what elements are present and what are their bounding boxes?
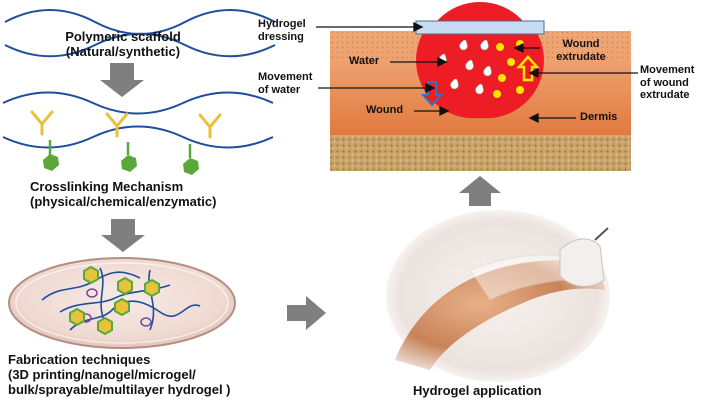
hydrogel-application-photo [386, 210, 610, 382]
down-arrow-icon [100, 63, 144, 97]
movement-extrudate-line2: of wound [640, 76, 689, 89]
extrudate-dot-icon [496, 43, 504, 51]
network-strand [69, 300, 201, 331]
extrudate-dot-icon [498, 74, 506, 82]
crosslinking-caption: Crosslinking Mechanism (physical/chemica… [30, 179, 217, 210]
polymer-chain [4, 32, 276, 58]
pointer-head [437, 56, 448, 68]
pointer-head [528, 67, 539, 79]
polymer-chain [2, 125, 274, 149]
water-drop-icon [475, 83, 484, 95]
pointer-head [528, 112, 539, 124]
crosslinked-chains [2, 91, 274, 175]
dermis-label: Dermis [580, 111, 618, 123]
wound-extrudate-label: Wound extrudate [549, 38, 613, 63]
extrudate-movement-arrow-icon [516, 55, 540, 82]
hexagon-node-icon [83, 265, 99, 285]
fabrication-line3: bulk/sprayable/multilayer hydrogel ) [8, 381, 231, 397]
hexagon-node-icon [144, 278, 160, 298]
scaffold-title-line2: (Natural/synthetic) [65, 43, 181, 59]
water-drop-icon [450, 78, 459, 90]
wound-cross-section [316, 2, 638, 171]
extrudate-dot-icon [493, 90, 501, 98]
network-strand [99, 267, 105, 321]
hydrogel-dressing-line1: Hydrogel [258, 18, 306, 30]
scaffold-title-line1: Polymeric scaffold [65, 29, 181, 44]
hydrogel-dressing-label: Hydrogel dressing [258, 18, 306, 43]
water-movement-arrow-icon [420, 81, 444, 107]
crosslinking-line1: Crosslinking Mechanism [30, 179, 184, 194]
finger-shape [395, 260, 605, 370]
hexagon-icon [121, 155, 137, 172]
polymer-chain [2, 91, 274, 115]
movement-extrudate-line1: Movement [640, 64, 695, 76]
hydrogel-peel-corner [559, 238, 605, 287]
loop-icon [86, 288, 98, 298]
pointer-head [513, 42, 524, 54]
crosslinker-y-icon [30, 110, 54, 136]
pointer-head [425, 82, 436, 94]
loop-icon [140, 317, 152, 327]
fabrication-line2: (3D printing/nanogel/microgel/ [8, 366, 196, 382]
wound-label: Wound [366, 104, 404, 116]
wound-extrudate-line2: extrudate [556, 50, 606, 63]
movement-water-label: Movement of water [258, 71, 312, 96]
extrudate-dot-icon [516, 86, 524, 94]
scaffold-title: Polymeric scaffold (Natural/synthetic) [28, 29, 218, 60]
hydrogel-dressing-strip [415, 20, 545, 35]
tweezer-tip [594, 227, 609, 241]
water-drop-icon [480, 39, 489, 51]
petri-dish [8, 257, 236, 349]
hexagon-node-icon [114, 297, 130, 317]
water-label: Water [349, 55, 380, 67]
hexagon-node-icon [97, 316, 113, 336]
right-arrow-icon [287, 296, 326, 330]
polymer-chains-top [4, 9, 276, 58]
dermis-layer [330, 135, 631, 171]
pointer-head [439, 105, 450, 117]
fabrication-line1: Fabrication techniques [8, 352, 151, 367]
hexagon-icon [183, 158, 199, 175]
crosslinking-line2: (physical/chemical/enzymatic) [30, 193, 217, 209]
down-arrow-icon [101, 219, 145, 252]
movement-water-line2: of water [258, 83, 301, 96]
dish-inner-rim [15, 262, 229, 344]
extrudate-dot-icon [507, 58, 515, 66]
network-strand [148, 269, 155, 331]
hexagon-node-icon [117, 276, 133, 296]
hexagon-icon [43, 154, 59, 171]
hydrogel-application-caption: Hydrogel application [413, 383, 542, 398]
movement-extrudate-label: Movement of wound extrudate [640, 64, 694, 102]
wound-extrudate-line1: Wound [562, 38, 600, 50]
movement-water-line1: Movement [258, 71, 313, 83]
fabrication-caption: Fabrication techniques (3D printing/nano… [8, 352, 231, 398]
water-drop-icon [465, 59, 474, 71]
movement-extrudate-line3: extrudate [640, 89, 690, 102]
hydrogel-dressing-line2: dressing [258, 30, 304, 43]
pointer-head [413, 21, 424, 33]
hexagon-node-icon [69, 307, 85, 327]
water-drop-icon [483, 65, 492, 77]
up-arrow-icon [459, 176, 501, 206]
water-drop-icon [459, 39, 468, 51]
crosslinker-y-icon [198, 113, 222, 139]
crosslinker-y-icon [105, 112, 129, 138]
